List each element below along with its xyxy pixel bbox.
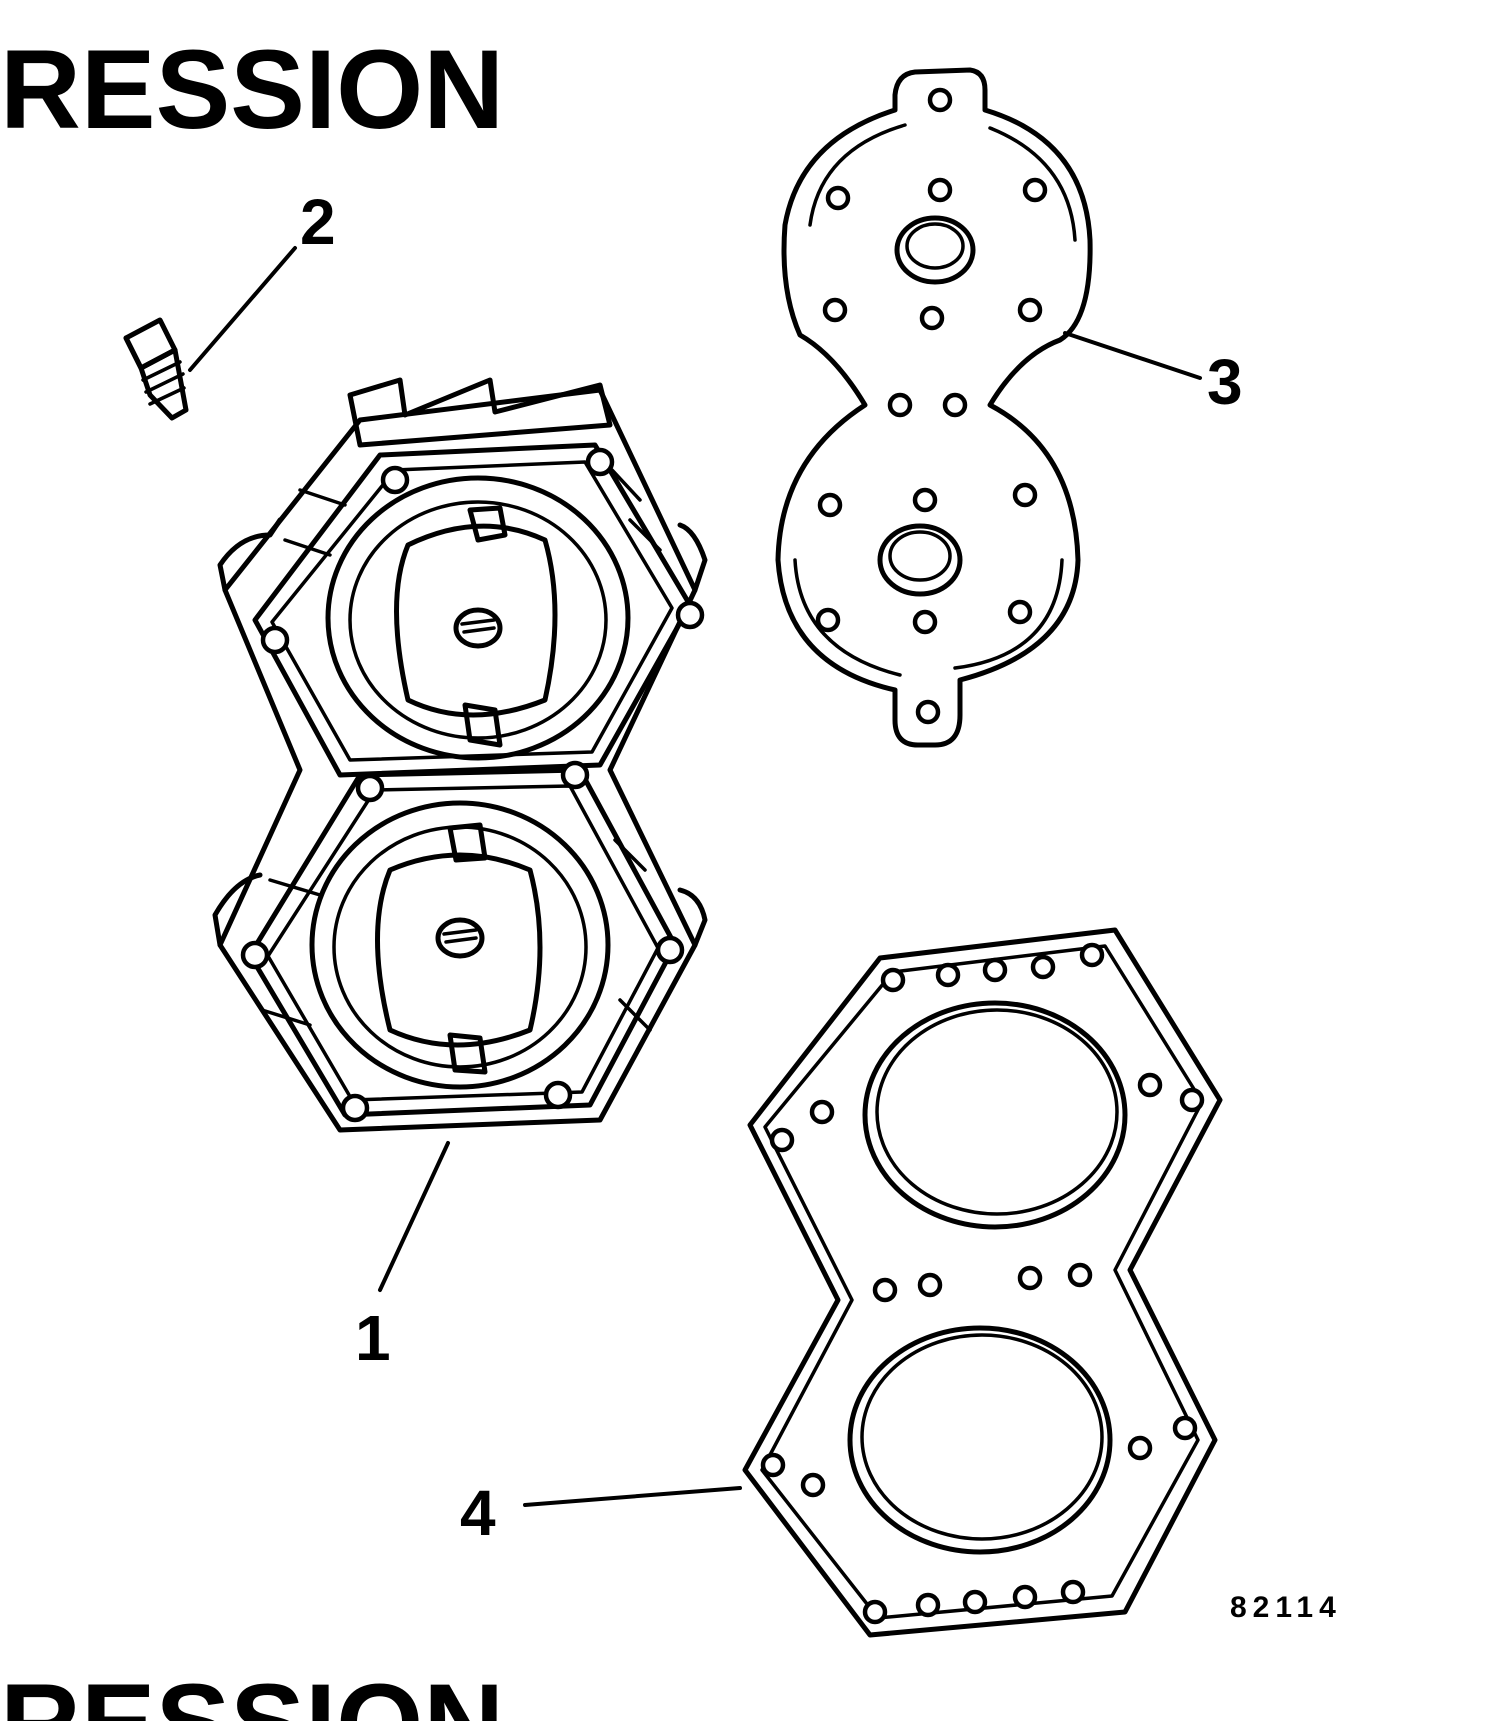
leader-4 (523, 1486, 742, 1507)
callout-4: 4 (460, 1477, 496, 1549)
leader-2 (188, 246, 297, 372)
bottom-heading: RESSION (0, 1661, 504, 1721)
part-3-cover-plate (775, 67, 1093, 748)
callout-2: 2 (300, 186, 336, 258)
callout-3: 3 (1207, 346, 1243, 418)
part-2-screw (123, 317, 189, 421)
leader-3 (1063, 331, 1202, 380)
figure-number: 82114 (1230, 1591, 1342, 1624)
callout-1: 1 (355, 1302, 391, 1374)
leader-1 (378, 1141, 450, 1292)
top-heading: RESSION (0, 27, 504, 152)
part-1-cylinder-head (212, 377, 708, 1133)
part-4-head-gasket (742, 927, 1223, 1638)
